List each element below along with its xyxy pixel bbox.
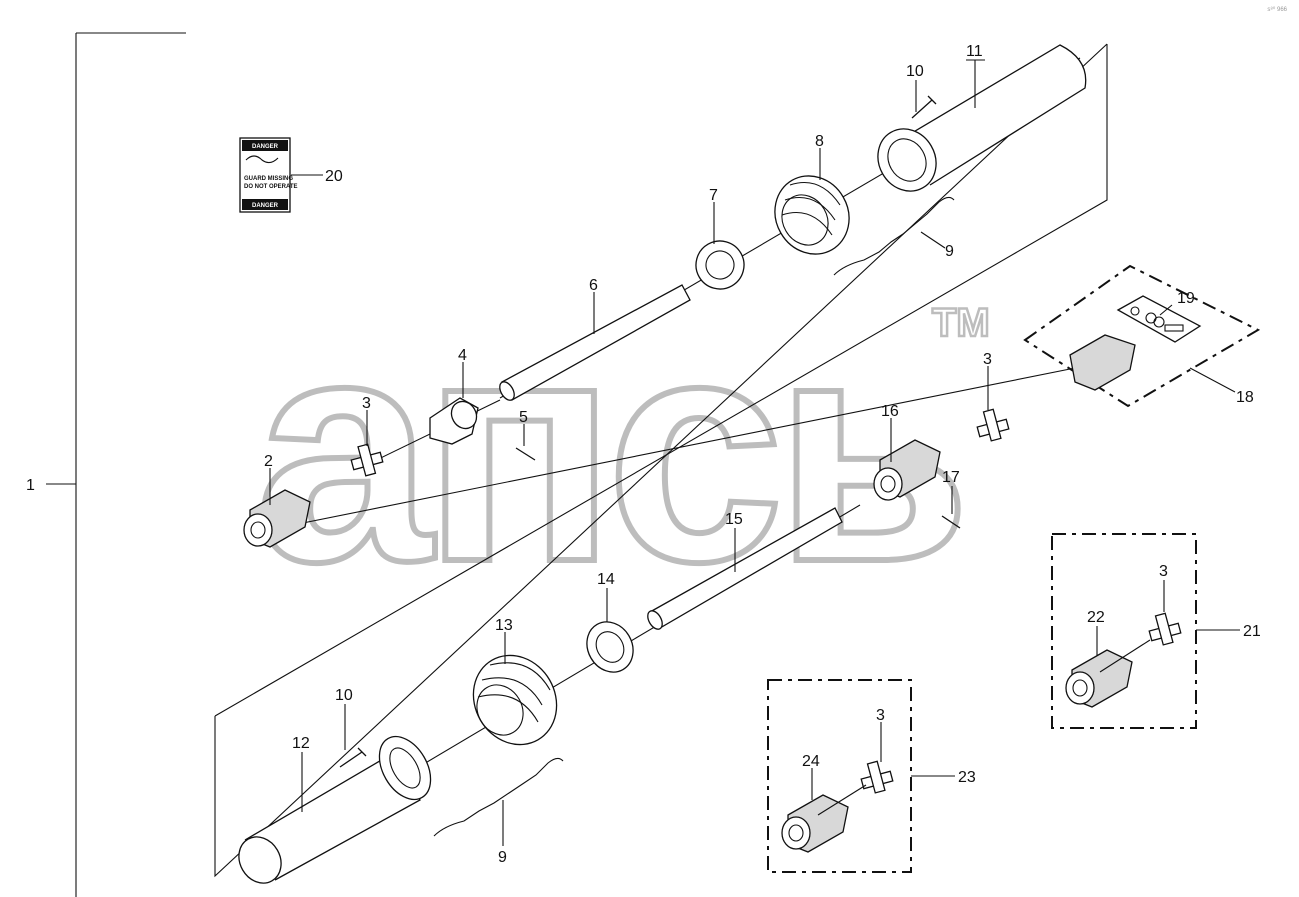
callout-18: 18 <box>1236 389 1254 406</box>
sticker-middle-text-1: GUARD MISSING <box>244 176 293 182</box>
spring-pin-17 <box>941 515 961 529</box>
callout-9-top: 9 <box>945 243 954 260</box>
option-group-21 <box>1051 533 1197 729</box>
callout-1: 1 <box>26 477 35 494</box>
universal-cross-right <box>976 408 1010 442</box>
bellows-top <box>774 175 850 255</box>
callout-21: 21 <box>1243 623 1261 640</box>
callout-3-group23: 3 <box>876 707 885 724</box>
safety-chain-top <box>833 196 955 276</box>
callout-23: 23 <box>958 769 976 786</box>
callout-5: 5 <box>519 409 528 426</box>
outer-guard-tube-bottom <box>238 735 432 884</box>
outer-guard-tube <box>877 44 1087 192</box>
callout-13: 13 <box>495 617 513 634</box>
universal-cross-left <box>350 443 384 477</box>
option-group-23 <box>767 679 912 873</box>
part-19-kit <box>1116 295 1202 343</box>
inner-tube-bottom <box>647 507 843 630</box>
callout-10-top: 10 <box>906 63 924 80</box>
sticker-bottom-text: DANGER <box>252 203 279 209</box>
callout-12: 12 <box>292 735 310 752</box>
safety-chain-bottom <box>433 757 564 837</box>
callout-7: 7 <box>709 187 718 204</box>
callout-4: 4 <box>458 347 467 364</box>
callout-10-bottom: 10 <box>335 687 353 704</box>
callout-6: 6 <box>589 277 598 294</box>
bearing-ring-top <box>695 240 745 290</box>
callout-3-group21: 3 <box>1159 563 1168 580</box>
callout-2: 2 <box>264 453 273 470</box>
callout-16: 16 <box>881 403 899 420</box>
screw-top <box>911 95 937 119</box>
leader-lines <box>269 59 1240 846</box>
sticker-middle-text-2: DO NOT OPERATE <box>244 184 298 190</box>
outer-yoke-2 <box>243 489 311 548</box>
watermark-trademark: TM <box>932 301 990 345</box>
callout-19: 19 <box>1177 290 1195 307</box>
guard-frame <box>214 43 1108 878</box>
sticker-top-text: DANGER <box>252 144 279 150</box>
corner-mark: s⁸⁰ 966 <box>1267 7 1287 13</box>
callout-22: 22 <box>1087 609 1105 626</box>
bearing-ring-bottom <box>586 621 634 673</box>
callout-20: 20 <box>325 168 343 185</box>
callout-15: 15 <box>725 511 743 528</box>
bellows-bottom <box>472 654 558 746</box>
callout-8: 8 <box>815 133 824 150</box>
inner-yoke-4 <box>429 397 479 445</box>
callout-24: 24 <box>802 753 820 770</box>
callout-14: 14 <box>597 571 615 588</box>
spring-pin-5 <box>515 447 536 461</box>
inner-yoke-16 <box>873 439 941 501</box>
callout-9-bottom: 9 <box>498 849 507 866</box>
callout-11: 11 <box>966 43 983 60</box>
option-group-18 <box>1023 264 1261 408</box>
callout-17: 17 <box>942 469 960 486</box>
screw-bottom <box>339 747 367 768</box>
callout-3-right: 3 <box>983 351 992 368</box>
callout-3-left: 3 <box>362 395 371 412</box>
assembly-bracket <box>46 32 186 897</box>
safety-sticker: DANGER GUARD MISSING DO NOT OPERATE DANG… <box>239 137 298 213</box>
inner-tube-top <box>499 284 691 401</box>
